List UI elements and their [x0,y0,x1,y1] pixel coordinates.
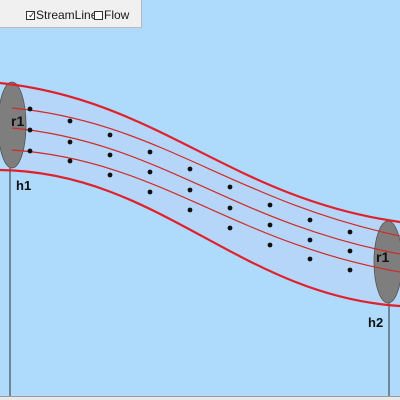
particle [147,169,153,175]
streamline-top [11,107,400,237]
particle [347,267,353,273]
streamline-bottom [11,149,400,273]
flow-label: Flow [104,8,130,22]
toolbar: ✓ StreamLine Flow [0,0,142,28]
streamline-toggle[interactable]: ✓ StreamLine [26,8,97,22]
particle [307,256,313,262]
streamline-checkbox[interactable]: ✓ [26,9,36,20]
particle [27,106,33,112]
particle [267,222,273,228]
pipe-wall-bottom [0,168,400,308]
particle [267,242,273,248]
streamline-middle [11,127,400,255]
particle [187,207,193,213]
particle [267,202,273,208]
particle [147,189,153,195]
particle [347,229,353,235]
particle [107,152,113,158]
left-cross-section [0,81,27,169]
particle [27,148,33,154]
right-radius-label: r1 [376,249,389,265]
left-height-label: h1 [16,178,31,193]
particle [67,158,73,164]
particle [187,166,193,172]
particle [27,127,33,133]
right-height-label: h2 [368,315,383,330]
status-bar [0,396,400,400]
particle [307,237,313,243]
flow-checkbox[interactable] [94,10,103,20]
particle [67,118,73,124]
left-radius-label: r1 [11,113,24,129]
streamline-label: StreamLine [36,8,98,22]
particle [227,184,233,190]
particle [107,132,113,138]
particle [307,217,313,223]
particle [227,205,233,211]
pipe-interior [10,84,400,306]
particle [147,149,153,155]
particle [347,248,353,254]
particle [187,187,193,193]
check-icon: ✓ [28,9,36,20]
particle [107,172,113,178]
particles [27,106,353,273]
pipe-wall-top [0,81,400,224]
particle [227,225,233,231]
flow-toggle[interactable]: Flow [94,8,129,22]
particle [67,139,73,145]
